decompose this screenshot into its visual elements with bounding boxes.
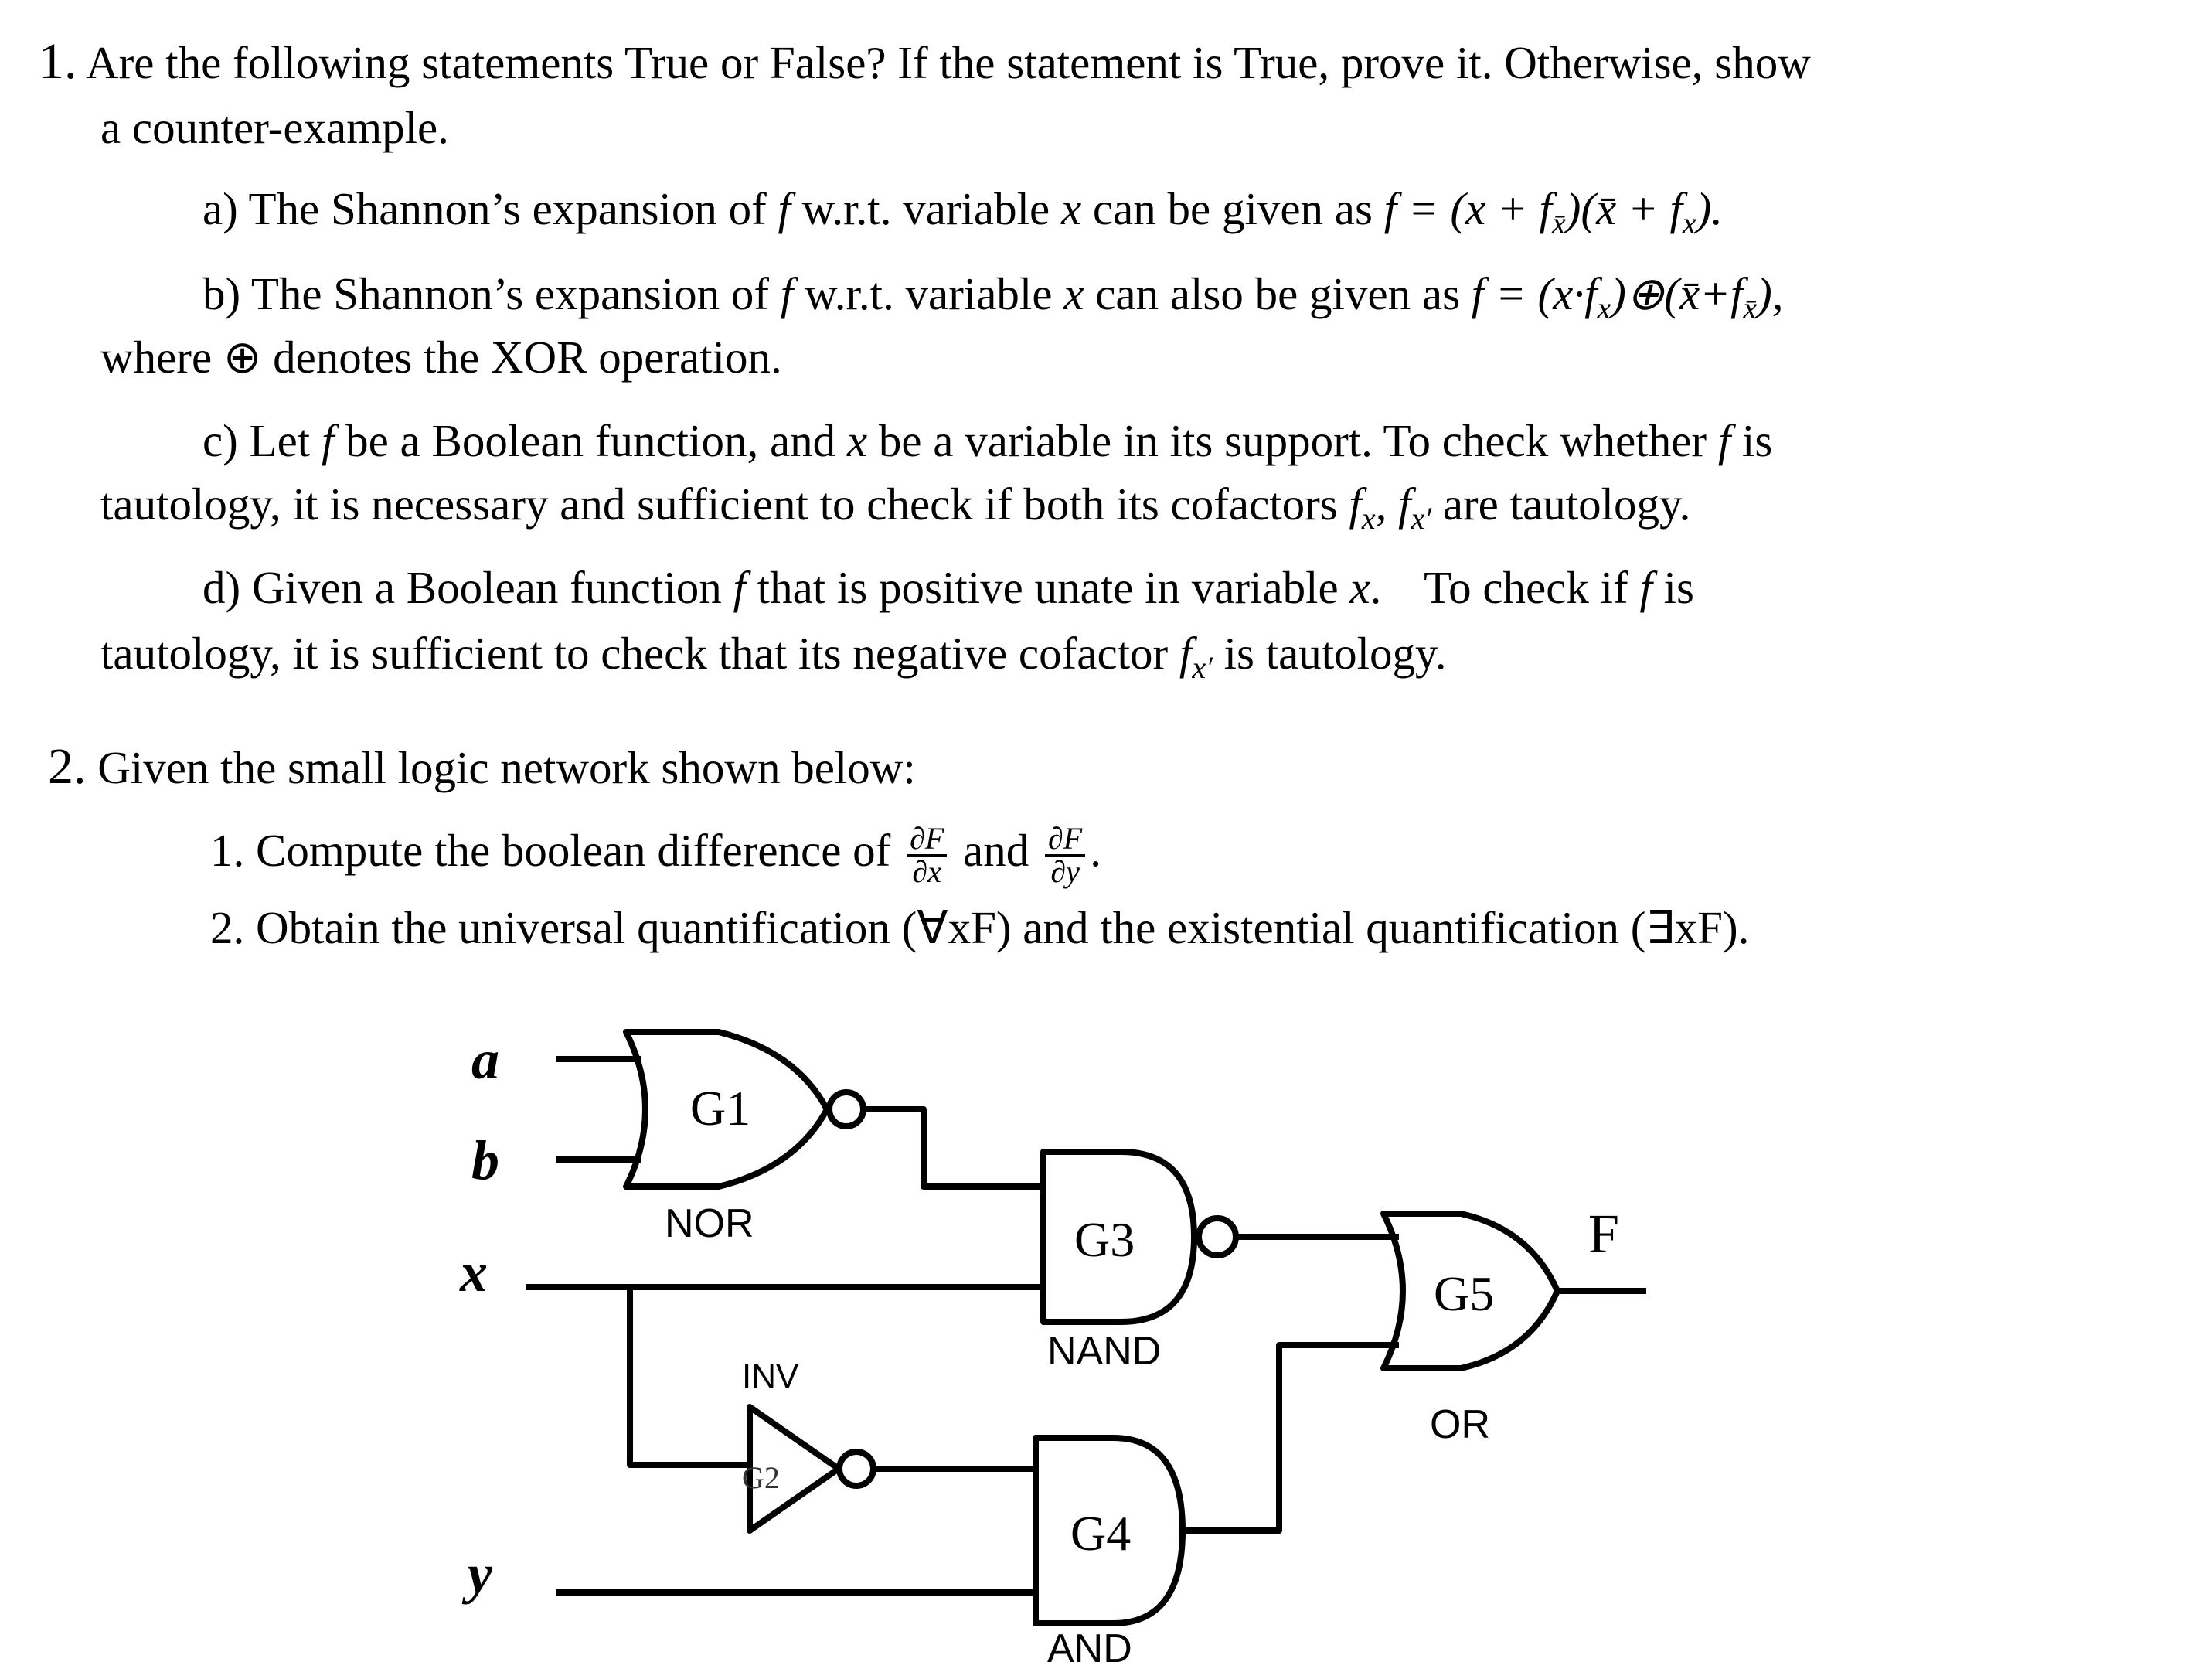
gate-g4-label: G4 xyxy=(1070,1506,1131,1561)
q1-line1: 1. Are the following statements True or … xyxy=(39,31,1811,94)
input-label-b: b xyxy=(471,1129,499,1191)
q1b-tail: can also be given as xyxy=(1095,268,1461,319)
gate-g2-type: INV xyxy=(742,1357,799,1395)
gate-g1-type: NOR xyxy=(665,1201,754,1246)
gate-g3-type: NAND xyxy=(1047,1329,1161,1374)
gate-g3-nand xyxy=(1040,1149,1197,1325)
q1a-f: f xyxy=(778,183,791,234)
xor-symbol: ⊕ xyxy=(223,332,262,383)
wire-g1-g3 xyxy=(863,1106,1043,1190)
q1b-mid: w.r.t. variable xyxy=(804,268,1053,319)
q1-number: 1. xyxy=(39,33,77,90)
g3-inversion-bubble xyxy=(1196,1215,1239,1258)
input-label-y: y xyxy=(461,1543,493,1605)
q1a-formula: f = (x + fx̄)(x̄ + fx). xyxy=(1383,183,1724,240)
input-label-a: a xyxy=(471,1029,499,1091)
output-label-f: F xyxy=(1588,1203,1619,1265)
q1b-formula: f = (x·fx)⊕(x̄+fx̄), xyxy=(1471,268,1784,325)
q1a-mid: w.r.t. variable xyxy=(801,183,1050,234)
q1d-statement: d) Given a Boolean function f that is po… xyxy=(202,562,1694,613)
q2-number: 2. xyxy=(48,738,87,795)
q1-prompt: Are the following statements True or Fal… xyxy=(86,37,1811,88)
q1a-x: x xyxy=(1060,183,1082,234)
gate-g4-type: AND xyxy=(1047,1626,1132,1662)
gate-g2-label: G2 xyxy=(742,1460,780,1495)
frac-dF-dy: ∂F∂y xyxy=(1044,822,1086,887)
q2-item2: 2. Obtain the universal quantification (… xyxy=(210,902,1750,953)
q1-line2: a counter-example. xyxy=(100,102,449,153)
q2-item1: 1. Compute the boolean difference of ∂F∂… xyxy=(210,820,1101,889)
input-label-x: x xyxy=(459,1241,488,1303)
gate-g4-and xyxy=(1033,1435,1186,1626)
gate-g5-type: OR xyxy=(1430,1402,1490,1447)
q1c-line2: tautology, it is necessary and sufficien… xyxy=(100,479,1691,536)
logic-circuit-diagram: a b x y F G1 G2 G3 G4 G5 NOR INV NAND AN… xyxy=(459,1029,1646,1662)
q1a-statement: a) The Shannon’s expansion of f w.r.t. v… xyxy=(202,178,1723,240)
q1c-statement: c) Let f be a Boolean function, and x be… xyxy=(202,415,1773,466)
q1a-tail: can be given as xyxy=(1092,183,1373,234)
gate-g1-label: G1 xyxy=(690,1081,750,1136)
wire-x-g2 xyxy=(627,1287,750,1468)
q1b-label: b) The Shannon’s expansion of xyxy=(202,268,770,319)
wire-g4-g5 xyxy=(1183,1342,1399,1534)
g2-inversion-bubble xyxy=(836,1449,876,1489)
gate-g3-label: G3 xyxy=(1074,1212,1135,1267)
gate-g2-inv xyxy=(747,1404,842,1534)
frac-dF-dx: ∂F∂x xyxy=(907,822,948,887)
g1-inversion-bubble xyxy=(826,1089,866,1129)
gate-g5-label: G5 xyxy=(1434,1266,1494,1321)
q1b-statement: b) The Shannon’s expansion of f w.r.t. v… xyxy=(202,268,1784,325)
q2-line1: 2. Given the small logic network shown b… xyxy=(48,736,916,799)
gate-g5-or xyxy=(1380,1211,1560,1371)
q2-intro: Given the small logic network shown belo… xyxy=(97,742,916,793)
q1a-label: a) The Shannon’s expansion of xyxy=(202,183,767,234)
q1d-line2: tautology, it is sufficient to check tha… xyxy=(100,628,1447,685)
q1b-line2: where ⊕ denotes the XOR operation. xyxy=(100,332,782,383)
gate-g1-nor xyxy=(623,1029,830,1190)
